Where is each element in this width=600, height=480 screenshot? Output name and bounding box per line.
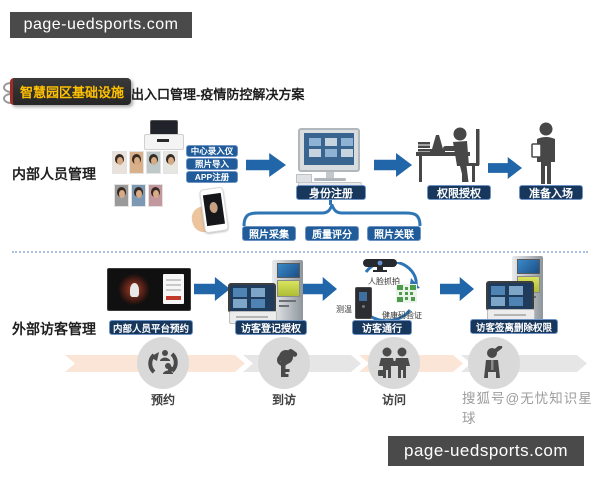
appointment-cycle-icon — [148, 350, 178, 374]
phone-screen — [202, 192, 225, 227]
section-label-internal: 内部人员管理 — [12, 166, 96, 182]
temperature-terminal-icon — [355, 287, 372, 319]
face-camera-icon — [363, 259, 397, 272]
site-watermark-top: page-uedsports.com — [10, 12, 192, 38]
series-badge: 智慧园区基础设施 — [10, 78, 131, 105]
monitor-base — [314, 178, 346, 181]
checkout-kiosk-icon — [486, 256, 566, 324]
flow-circle-reserve — [137, 337, 189, 389]
kiosk-panel — [277, 280, 300, 297]
step-pill-visitor-pass: 访客通行 — [352, 320, 412, 335]
step-pill-visitor-checkout: 访客签离删除权限 — [470, 319, 558, 334]
flow-label-arrive: 到访 — [271, 393, 296, 407]
flow-arrow-icon — [246, 153, 286, 177]
flow-arrow-icon — [374, 153, 412, 177]
flow-circle-visit — [368, 337, 420, 389]
feature-pill-quality-score: 质量评分 — [305, 226, 359, 241]
screen-figure — [130, 283, 139, 297]
pos-terminal-icon — [228, 283, 277, 325]
pass-temp-label: 测温 — [336, 305, 352, 314]
capture-device-slot — [157, 139, 169, 142]
health-qr-icon — [396, 284, 417, 303]
employee-photo — [148, 184, 163, 207]
step-pill-ready-enter: 准备入场 — [519, 185, 583, 200]
site-watermark-bottom: page-uedsports.com — [388, 436, 584, 466]
employee-photo — [163, 151, 178, 174]
kiosk-slot — [279, 300, 296, 302]
kiosk-screen — [517, 259, 540, 274]
phone-registration-icon — [189, 186, 232, 236]
waving-person-icon — [484, 346, 503, 378]
step-pill-authorize: 权限授权 — [427, 185, 491, 200]
login-card — [163, 274, 184, 304]
pass-health-label: 健康码验证 — [382, 311, 422, 320]
checkin-kiosk-icon — [228, 260, 308, 328]
flow-label-visit: 访问 — [381, 393, 406, 407]
employee-photo — [131, 184, 146, 207]
feature-pill-photo-link: 照片关联 — [367, 226, 421, 241]
admin-at-desk-icon — [416, 127, 480, 182]
step-pill-platform-reserve: 内部人员平台预约 — [109, 320, 193, 335]
pos-screen — [486, 281, 534, 311]
page-title: 出入口管理-疫情防控解决方案 — [131, 87, 305, 102]
site-watermark-bottom-text: page-uedsports.com — [404, 441, 568, 460]
visitor-pass-cycle: 人脸抓拍 测温 健康码验证 — [336, 256, 440, 322]
section-label-external: 外部访客管理 — [12, 321, 96, 337]
feature-pill-photo-capture: 照片采集 — [242, 226, 296, 241]
capture-device-icon — [144, 120, 184, 150]
pos-terminal-icon — [486, 281, 535, 323]
flow-label-reserve: 预约 — [150, 393, 175, 407]
monitor-icon — [298, 128, 360, 172]
key-hand-icon — [277, 348, 298, 377]
curly-brace-icon — [242, 204, 422, 226]
pos-screen — [228, 283, 276, 313]
kiosk-screen — [277, 263, 300, 278]
flow-circle-leave — [468, 337, 520, 389]
pass-face-label: 人脸抓拍 — [368, 277, 400, 286]
step-pill-visitor-checkin: 访客登记授权 — [235, 320, 307, 335]
login-button-shape — [166, 296, 181, 300]
step-pill-identity-register: 身份注册 — [296, 185, 366, 200]
flow-arrow-icon — [194, 277, 230, 301]
flow-arrow-icon — [303, 277, 337, 301]
section-divider — [12, 251, 588, 253]
employee-photo — [129, 151, 144, 174]
flow-arrow-icon — [440, 277, 474, 301]
registration-computer-icon — [296, 128, 364, 189]
employee-photo — [146, 151, 161, 174]
author-watermark: 搜狐号@无忧知识星球 — [462, 391, 593, 426]
employee-photo — [114, 184, 129, 207]
method-pill-app-register: APP注册 — [186, 171, 238, 183]
flow-arrow-icon — [488, 157, 522, 179]
ready-person-icon — [531, 122, 555, 184]
method-pill-photo-import: 照片导入 — [186, 158, 238, 170]
flow-circle-arrive — [258, 337, 310, 389]
monitor-screen — [304, 133, 354, 165]
employee-photo — [112, 151, 127, 174]
capture-device-body — [144, 134, 184, 150]
monitor-stand — [326, 172, 334, 178]
kiosk-slot — [279, 305, 289, 307]
method-pill-center-entry: 中心录入仪 — [186, 145, 238, 157]
series-badge-text: 智慧园区基础设施 — [19, 85, 124, 100]
reservation-screen-icon — [107, 268, 191, 311]
phone-icon — [199, 186, 229, 234]
site-watermark-top-text: page-uedsports.com — [23, 16, 179, 33]
brace-connector — [329, 200, 332, 205]
kiosk-tower-icon — [269, 260, 306, 327]
clipboard-icon — [531, 143, 542, 158]
handshake-people-icon — [378, 347, 410, 378]
